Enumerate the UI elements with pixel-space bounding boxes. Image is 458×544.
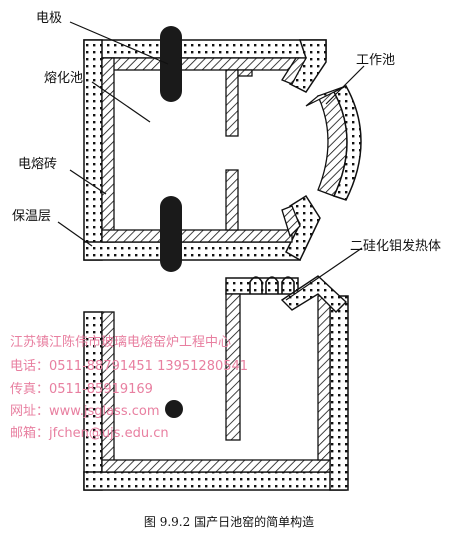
label-fused-brick: 电熔砖 — [18, 157, 57, 172]
watermark-line-3: 传真：0511-85919169 — [10, 382, 153, 397]
partition-walls — [225, 69, 253, 231]
label-heater: 二硅化钼发热体 — [350, 238, 441, 254]
watermark-line-1: 江苏镇江陈伟市玻璃电熔窑炉工程中心 — [10, 334, 231, 350]
figure-caption: 图 9.9.2 国产日池窑的简单构造 — [144, 514, 314, 529]
upper-electrode — [160, 26, 182, 102]
label-insulation-layer: 保温层 — [12, 209, 51, 224]
watermark: 江苏镇江陈伟市玻璃电熔窑炉工程中心 电话：0511-88791451 13951… — [10, 334, 248, 441]
label-working-pool: 工作池 — [356, 53, 395, 68]
watermark-line-4: 网址：www.jsglass.com — [10, 404, 160, 419]
lower-electrode-dot — [165, 400, 183, 418]
lower-fused-brick — [101, 275, 348, 473]
heater-elements — [249, 276, 295, 294]
working-pool-wall — [305, 85, 362, 201]
lower-electrode — [160, 196, 182, 272]
leader-lines — [57, 21, 365, 301]
upper-fused-brick — [101, 57, 308, 243]
label-melting-pool: 熔化池 — [44, 71, 83, 86]
watermark-line-2: 电话：0511-88791451 13951280541 — [10, 359, 248, 374]
label-electrode: 电极 — [36, 11, 62, 26]
watermark-line-5: 邮箱：jfchen@ujs.edu.cn — [10, 425, 169, 441]
